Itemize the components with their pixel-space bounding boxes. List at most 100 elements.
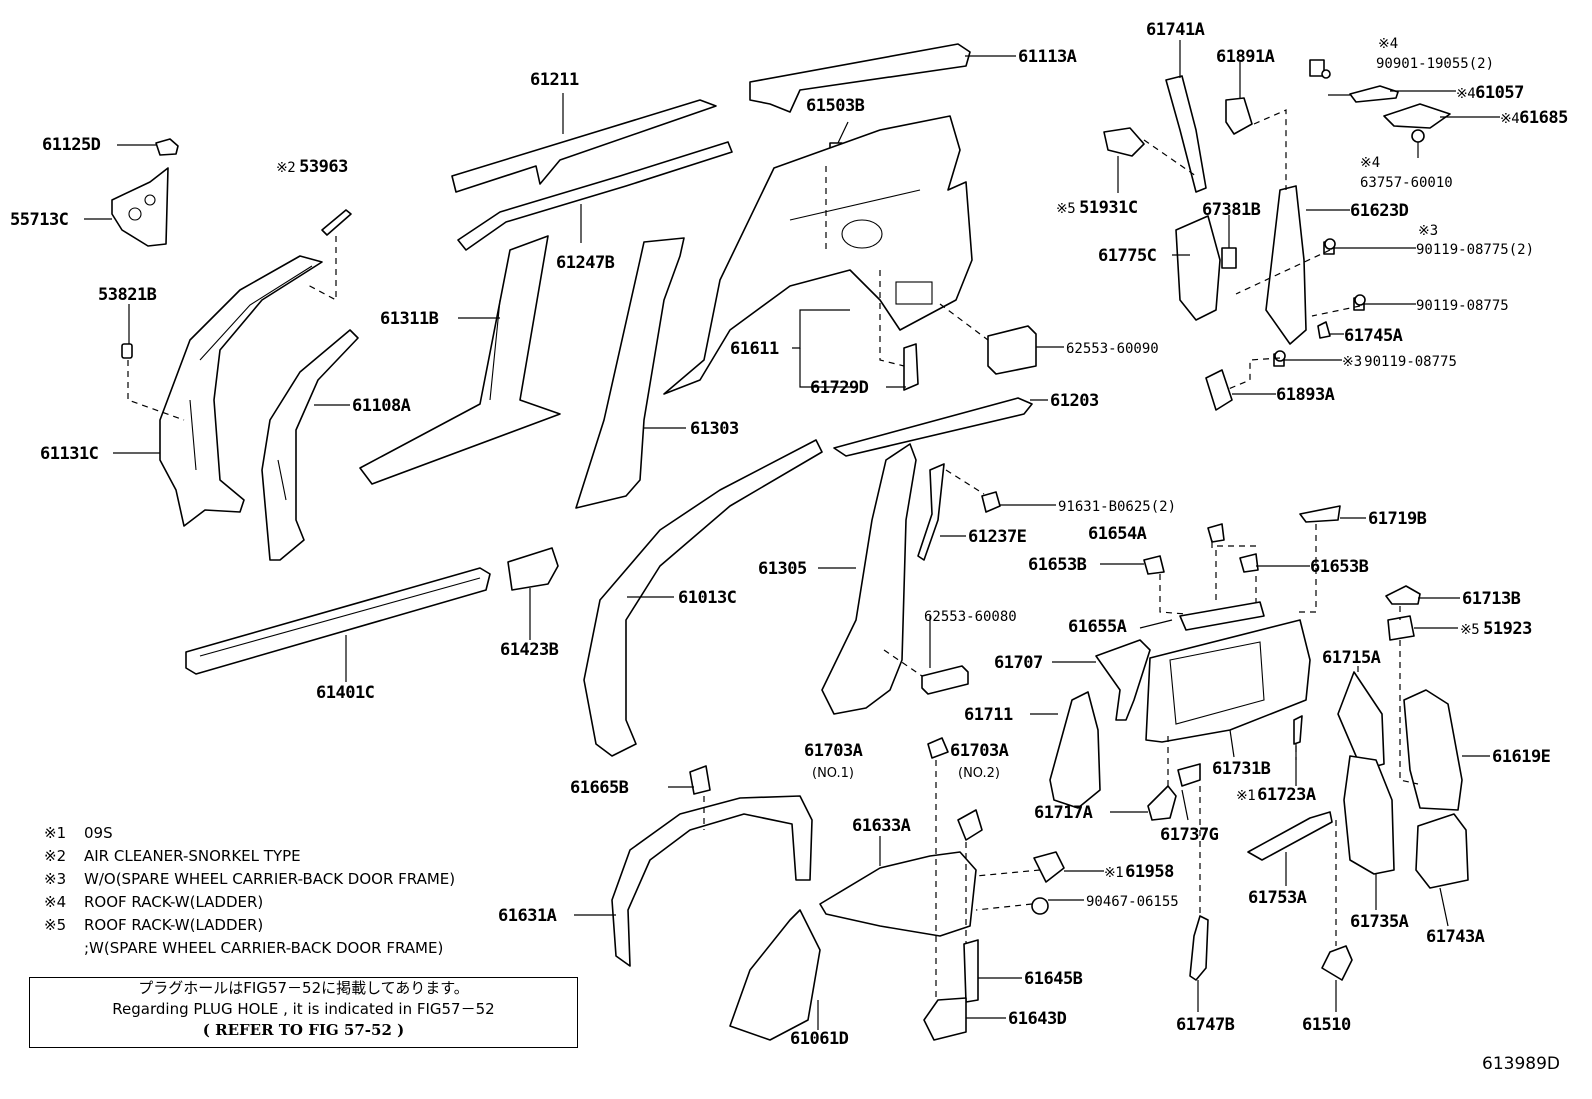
part-61653B-b-shape — [1239, 553, 1259, 573]
label-61745A: 61745A — [1344, 326, 1403, 346]
sub-61703A-1: (NO.1) — [812, 766, 854, 781]
part-61891A-shape — [1225, 97, 1253, 135]
label-61631A: 61631A — [498, 906, 557, 926]
label-61711: 61711 — [964, 705, 1013, 725]
flag-90119-08775-a: ※3 — [1418, 223, 1438, 239]
part-61775C-shape — [1175, 215, 1221, 321]
part-61237E-shape — [917, 463, 945, 561]
label-62553-60080: 62553-60080 — [924, 609, 1017, 625]
part-61619E-shape — [1403, 689, 1463, 811]
part-61741A-shape — [1165, 75, 1207, 193]
part-61703A-2-shape — [957, 809, 983, 841]
part-61717A-shape — [1147, 785, 1177, 821]
part-drawings — [111, 43, 1469, 1041]
part-51931C-shape — [1103, 127, 1145, 157]
part-61510-shape — [1321, 945, 1353, 981]
part-61643D-shape — [923, 997, 967, 1041]
part-61623D-shape — [1265, 185, 1307, 345]
part-61715A-shape — [1337, 671, 1385, 771]
label-61747B: 61747B — [1176, 1015, 1235, 1035]
flag-90901-19055: ※4 — [1378, 36, 1398, 52]
label-61685: ※461685 — [1500, 108, 1568, 128]
part-61703A-1-shape — [927, 737, 949, 759]
label-61108A: 61108A — [352, 396, 411, 416]
part-53963-shape — [321, 209, 352, 236]
label-90901-19055: 90901-19055(2) — [1376, 56, 1494, 72]
label-61619E: 61619E — [1492, 747, 1551, 767]
assembly-lines — [127, 109, 1419, 1000]
part-61654A-shape — [1207, 523, 1225, 543]
sub-61703A-2: (NO.2) — [958, 766, 1000, 781]
label-61401C: 61401C — [316, 683, 374, 703]
label-61703A-2: 61703A — [950, 741, 1009, 761]
label-61653B-a: 61653B — [1028, 555, 1087, 575]
part-61061D-shape — [729, 909, 821, 1041]
label-61891A: 61891A — [1216, 47, 1275, 67]
label-61737G: 61737G — [1160, 825, 1219, 845]
label-67381B: 67381B — [1202, 200, 1261, 220]
plug-note-en: Regarding PLUG HOLE , it is indicated in… — [112, 1000, 495, 1018]
label-61510: 61510 — [1302, 1015, 1351, 1035]
part-61247B-shape — [457, 141, 733, 251]
plug-note-reference: ( REFER TO FIG 57-52 ) — [202, 1021, 405, 1039]
label-61707: 61707 — [994, 653, 1043, 673]
label-61643D: 61643D — [1008, 1009, 1067, 1029]
label-55713C: 55713C — [10, 210, 68, 230]
label-61423B: 61423B — [500, 640, 559, 660]
part-61753A-shape — [1247, 811, 1333, 861]
plug-hole-note: プラグホールはFIG57－52に掲載してあります。 Regarding PLUG… — [29, 977, 578, 1048]
label-61713B: 61713B — [1462, 589, 1521, 609]
part-61423B-shape — [507, 547, 559, 591]
part-90119-08775-b-shape — [1353, 294, 1366, 311]
label-61633A: 61633A — [852, 816, 911, 836]
part-61729D-shape — [903, 343, 919, 391]
part-61113A-shape — [749, 43, 971, 113]
label-63757-60010: 63757-60010 — [1360, 175, 1453, 191]
part-61211-shape — [451, 99, 717, 193]
part-61893A-shape — [1205, 369, 1233, 411]
part-61311B-shape — [359, 235, 561, 485]
part-61735A-shape — [1343, 755, 1395, 875]
part-51923-shape — [1387, 615, 1415, 641]
label-61305: 61305 — [758, 559, 807, 579]
part-61611-shape — [663, 115, 973, 395]
part-61655A-shape — [1179, 601, 1265, 631]
label-61735A: 61735A — [1350, 912, 1409, 932]
part-61743A-shape — [1415, 813, 1469, 889]
label-61013C: 61013C — [678, 588, 736, 608]
part-91631-B0625-shape — [981, 491, 1001, 513]
part-61013C-shape — [583, 439, 823, 757]
part-61203-shape — [833, 397, 1033, 457]
figure-number: 613989D — [1482, 1054, 1560, 1074]
part-61125D-shape — [155, 138, 179, 156]
label-61653B-b: 61653B — [1310, 557, 1369, 577]
part-61958-shape — [1033, 851, 1065, 883]
label-61655A: 61655A — [1068, 617, 1127, 637]
part-53821B-shape — [121, 343, 133, 359]
label-53821B: 53821B — [98, 285, 157, 305]
label-61203: 61203 — [1050, 391, 1099, 411]
part-61745A-shape — [1317, 321, 1331, 339]
part-61057-shape — [1349, 85, 1399, 103]
label-61654A: 61654A — [1088, 524, 1147, 544]
label-61623D: 61623D — [1350, 201, 1409, 221]
label-61665B: 61665B — [570, 778, 629, 798]
label-61131C: 61131C — [40, 444, 98, 464]
label-61753A: 61753A — [1248, 888, 1307, 908]
label-61061D: 61061D — [790, 1029, 849, 1049]
leader-lines — [84, 40, 1500, 1030]
part-67381B-shape — [1221, 247, 1237, 269]
label-61731B: 61731B — [1212, 759, 1271, 779]
part-62553-60090-shape — [987, 325, 1037, 375]
label-61703A-1: 61703A — [804, 741, 863, 761]
label-61125D: 61125D — [42, 135, 101, 155]
